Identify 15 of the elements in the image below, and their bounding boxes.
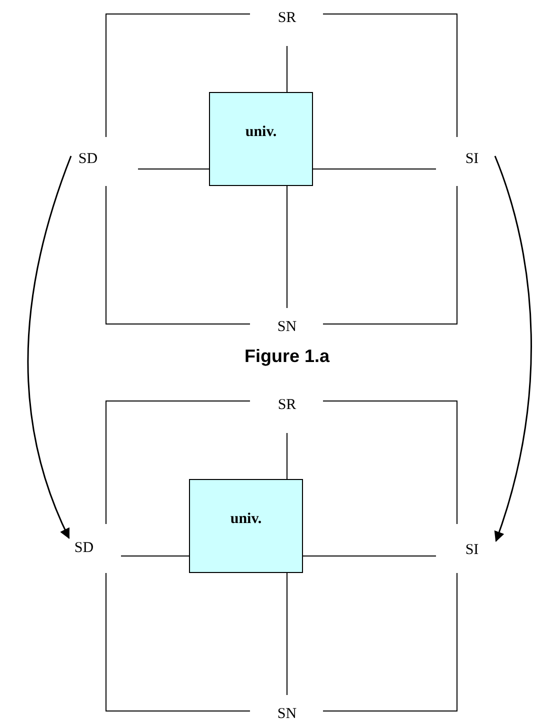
box-label: univ.: [230, 510, 262, 528]
curved-arrow: [494, 156, 532, 542]
axis-label: SD: [74, 539, 94, 557]
universe-box: [209, 92, 313, 186]
axis-label: SR: [278, 9, 296, 27]
figure-caption: Figure 1.a: [244, 347, 330, 365]
axis-label: SN: [277, 705, 297, 722]
axis-label: SR: [278, 396, 296, 414]
axis-label: SN: [277, 318, 297, 336]
axis-label: SI: [465, 150, 479, 168]
curved-arrow: [27, 156, 72, 539]
axis-label: SI: [465, 541, 479, 559]
universe-box: [189, 479, 303, 573]
axis-label: SD: [78, 150, 98, 168]
box-label: univ.: [245, 123, 277, 141]
